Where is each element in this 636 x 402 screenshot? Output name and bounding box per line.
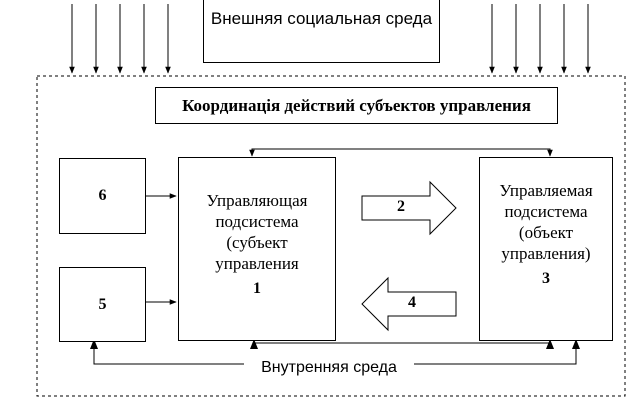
coordination-box: Координація действий субъектов управлени… — [155, 87, 558, 124]
factor-box-5: 5 — [59, 267, 146, 342]
external-influence-arrows-right — [489, 4, 591, 74]
external-environment-box: Внешняя социальная среда — [203, 0, 440, 63]
managed-line-1: Управляемая — [499, 181, 593, 200]
arrow-managing-to-managed — [361, 180, 457, 236]
managing-subsystem-text: Управляющая подсистема (субъект управлен… — [179, 190, 335, 299]
managed-number: 3 — [542, 270, 550, 287]
arrow-4-number: 4 — [408, 294, 416, 311]
managed-line-3: (объект — [518, 223, 574, 242]
external-environment-label: Внешняя социальная среда — [210, 9, 433, 28]
organization-boundary — [36, 75, 626, 397]
managing-number: 1 — [253, 280, 261, 297]
external-influence-arrows-left — [69, 4, 171, 74]
inner-environment-label: Внутренняя среда — [244, 358, 414, 378]
managing-line-3: (субъект — [226, 233, 288, 252]
managed-subsystem-box: Управляемая подсистема (объект управлени… — [479, 157, 613, 341]
arrow-2-number: 2 — [397, 198, 405, 215]
managed-line-2: подсистема — [504, 202, 588, 221]
factor-6-number: 6 — [98, 187, 107, 204]
bottom-inner-link — [251, 341, 553, 349]
managed-line-4: управления) — [501, 244, 591, 263]
top-link — [249, 148, 553, 157]
managing-line-1: Управляющая — [206, 191, 308, 210]
arrow-managed-to-managing — [361, 276, 457, 332]
coordination-label: Координація действий субъектов управлени… — [182, 95, 531, 115]
managing-line-2: подсистема — [215, 212, 299, 231]
managing-subsystem-box: Управляющая подсистема (субъект управлен… — [178, 157, 336, 341]
managed-subsystem-text: Управляемая подсистема (объект управлени… — [480, 180, 612, 289]
factor-5-number: 5 — [98, 295, 107, 313]
factor-box-6: 6 — [59, 158, 146, 234]
managing-line-4: управления — [215, 254, 299, 273]
